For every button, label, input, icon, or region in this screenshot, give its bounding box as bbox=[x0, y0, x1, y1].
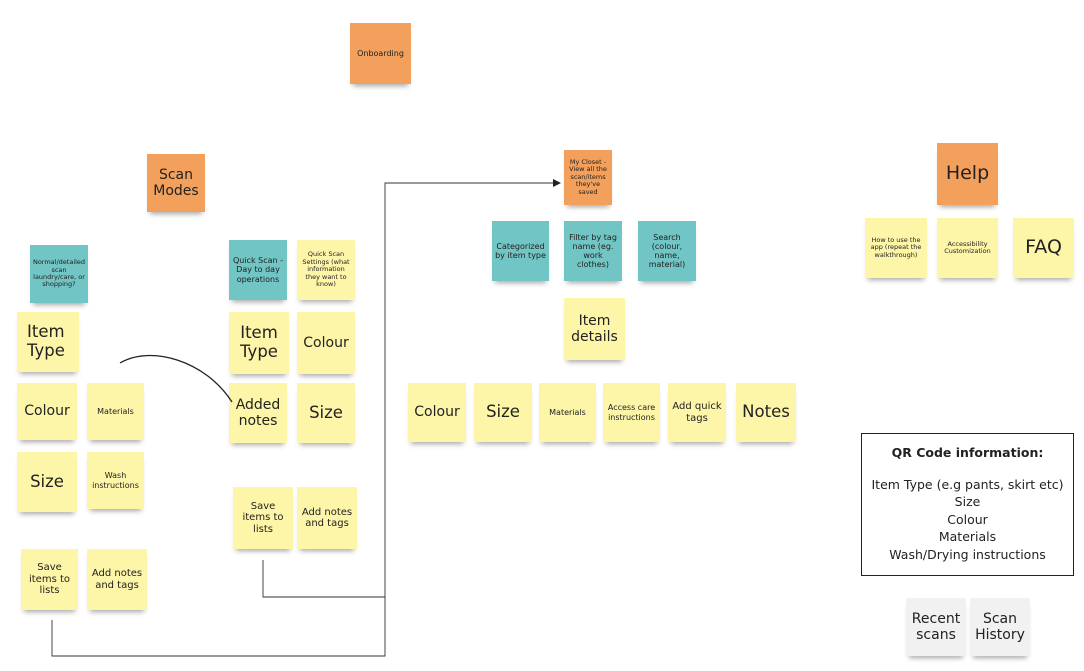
sticky-detail-care[interactable]: Access care instructions bbox=[603, 383, 660, 442]
sticky-search[interactable]: Search (colour, name, material) bbox=[638, 221, 696, 281]
sticky-normal-colour[interactable]: Colour bbox=[17, 383, 77, 440]
sticky-normal-materials[interactable]: Materials bbox=[87, 383, 144, 440]
sticky-normal-save[interactable]: Save items to lists bbox=[21, 549, 78, 610]
qr-info-title: QR Code information: bbox=[891, 445, 1044, 460]
connector-item-type-to-added-notes bbox=[119, 354, 233, 403]
sticky-normal-item-type[interactable]: Item Type bbox=[17, 312, 79, 372]
sticky-scan-history[interactable]: Scan History bbox=[970, 598, 1030, 656]
sticky-normal-scan[interactable]: Normal/detailed scan laundry/care, or sh… bbox=[30, 245, 88, 303]
qr-info-line: Colour bbox=[947, 511, 988, 527]
qr-code-info-box[interactable]: QR Code information: Item Type (e.g pant… bbox=[861, 433, 1074, 576]
sticky-normal-wash[interactable]: Wash instructions bbox=[87, 452, 144, 509]
qr-info-line: Size bbox=[954, 494, 981, 509]
sticky-how-to[interactable]: How to use the app (repeat the walkthrou… bbox=[865, 218, 927, 278]
sticky-detail-quick-tags[interactable]: Add quick tags bbox=[668, 383, 726, 442]
connector-quick-save-to-my-closet bbox=[262, 179, 561, 598]
sticky-faq[interactable]: FAQ bbox=[1013, 218, 1074, 278]
sticky-quick-added-notes[interactable]: Added notes bbox=[229, 383, 287, 443]
sticky-detail-notes[interactable]: Notes bbox=[736, 383, 796, 442]
sticky-filter[interactable]: Filter by tag name (eg. work clothes) bbox=[564, 221, 622, 281]
sticky-scan-modes[interactable]: Scan Modes bbox=[147, 154, 205, 212]
sticky-quick-scan[interactable]: Quick Scan - Day to day operations bbox=[229, 240, 287, 300]
sticky-quick-item-type[interactable]: Item Type bbox=[229, 312, 289, 374]
sticky-detail-colour[interactable]: Colour bbox=[408, 383, 466, 442]
sticky-quick-colour[interactable]: Colour bbox=[297, 312, 355, 374]
sticky-onboarding[interactable]: Onboarding bbox=[350, 23, 411, 84]
sticky-item-details[interactable]: Item details bbox=[564, 298, 625, 360]
sticky-quick-save[interactable]: Save items to lists bbox=[233, 487, 293, 549]
sticky-quick-size[interactable]: Size bbox=[297, 383, 355, 443]
sticky-accessibility[interactable]: Accessibility Customization bbox=[937, 218, 998, 278]
sticky-quick-add-notes[interactable]: Add notes and tags bbox=[297, 487, 357, 549]
connector-normal-save-to-my-closet bbox=[51, 597, 386, 657]
sticky-recent-scans[interactable]: Recent scans bbox=[906, 598, 966, 656]
sticky-help[interactable]: Help bbox=[937, 143, 998, 205]
sticky-normal-add-notes[interactable]: Add notes and tags bbox=[87, 549, 147, 610]
sticky-categorized[interactable]: Categorized by item type bbox=[492, 221, 549, 281]
sticky-detail-materials[interactable]: Materials bbox=[539, 383, 596, 442]
sticky-quick-settings[interactable]: Quick Scan Settings (what information th… bbox=[297, 240, 355, 300]
qr-info-line: Materials bbox=[938, 529, 997, 544]
sticky-normal-size[interactable]: Size bbox=[17, 452, 77, 512]
qr-info-line: Wash/Drying instructions bbox=[889, 546, 1046, 562]
sticky-detail-size[interactable]: Size bbox=[474, 383, 532, 442]
sticky-my-closet[interactable]: My Closet - View all the scan/items they… bbox=[564, 150, 612, 205]
qr-info-line: Item Type (e.g pants, skirt etc) bbox=[871, 476, 1064, 492]
